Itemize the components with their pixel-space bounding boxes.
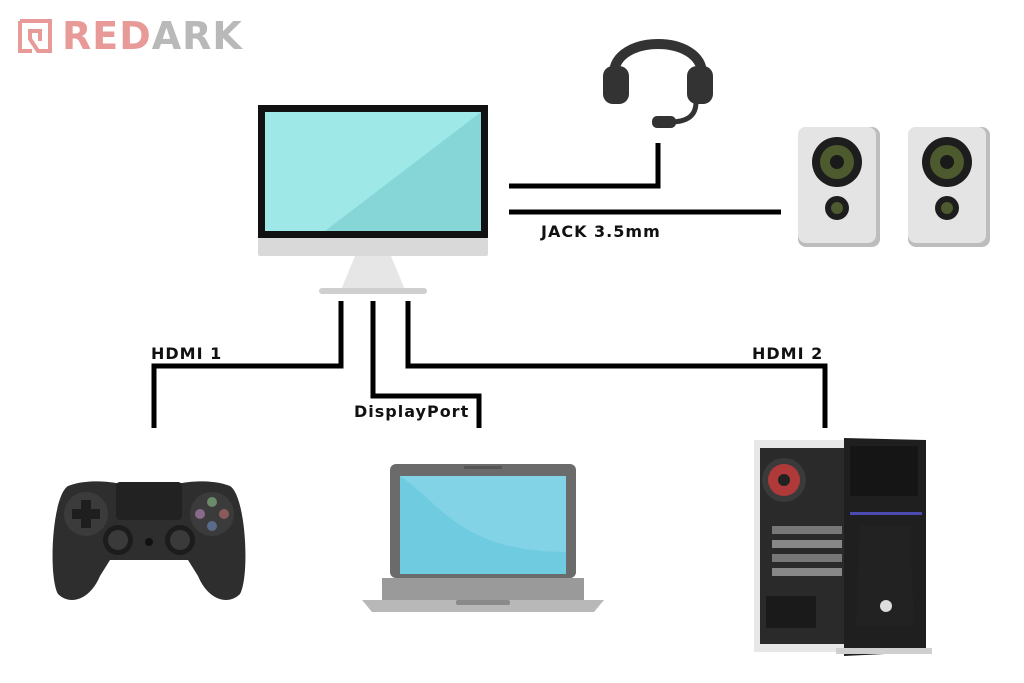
speakers-icon [798, 127, 990, 247]
logo-text: REDARK [62, 16, 243, 56]
hdmi2-wire [405, 301, 828, 428]
jack-label: JACK 3.5mm [541, 222, 661, 241]
monitor-icon [258, 105, 488, 294]
headset-wire [509, 143, 661, 189]
logo-mark-icon [18, 19, 52, 53]
brand-logo: REDARK [18, 16, 243, 56]
pc-tower-icon [754, 438, 932, 656]
gamepad-icon [52, 481, 246, 600]
logo-text-gray: ARK [151, 14, 243, 58]
laptop-icon [362, 464, 604, 612]
hdmi2-label: HDMI 2 [752, 344, 824, 363]
logo-text-red: RED [62, 14, 152, 58]
hdmi1-label: HDMI 1 [151, 344, 223, 363]
speaker-right [908, 127, 990, 247]
speaker-left [798, 127, 880, 247]
displayport-label: DisplayPort [354, 402, 470, 421]
headset-icon [603, 39, 713, 128]
hdmi1-wire [151, 301, 344, 428]
displayport-wire [370, 301, 482, 428]
